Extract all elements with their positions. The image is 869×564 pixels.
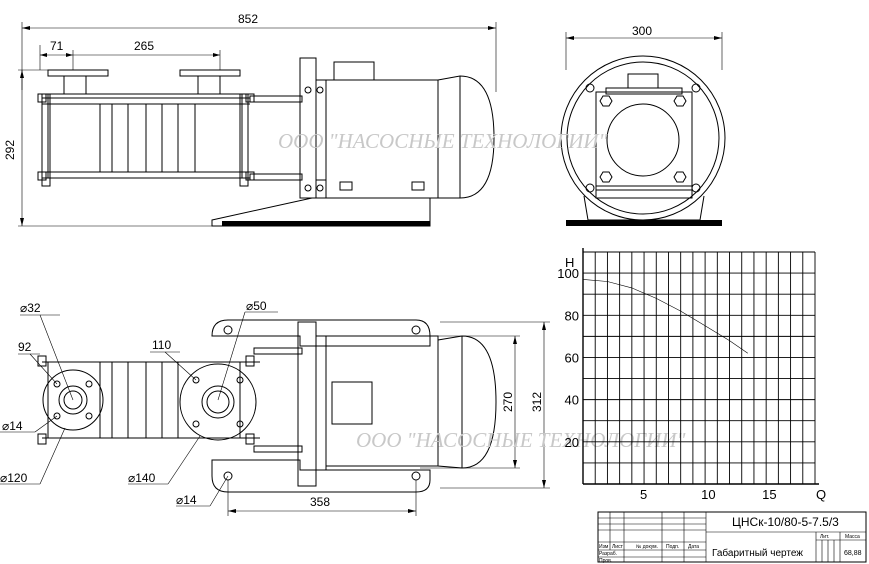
chart-series-line — [582, 279, 748, 354]
label-110: 110 — [152, 338, 171, 352]
watermark-top: ООО "НАСОСНЫЕ ТЕХНОЛОГИИ" — [278, 129, 608, 153]
chart-x-axis-label: Q — [816, 487, 826, 502]
title-col-sign: Подп. — [666, 544, 679, 550]
title-row-razrab: Разраб. — [599, 551, 617, 557]
pump-front-view: 852 71 265 292 — [3, 12, 497, 227]
chart-x-tick-label: 10 — [701, 487, 715, 502]
chart-y-tick-label: 80 — [565, 308, 579, 323]
dim-base-outer-width: 312 — [530, 392, 544, 412]
dim-flange-spacing: 265 — [134, 39, 154, 53]
chart-x-tick-label: 15 — [762, 487, 776, 502]
dim-overall-length: 852 — [238, 12, 258, 26]
watermark-bottom: ООО "НАСОСНЫЕ ТЕХНОЛОГИИ" — [356, 428, 686, 452]
performance-chart: 5 10 15 20 40 60 80 100 H Q — [557, 248, 826, 502]
title-mass-value: 68,88 — [844, 550, 862, 557]
chart-y-tick-label: 20 — [565, 435, 579, 450]
title-doc-name: Габаритный чертеж — [712, 547, 803, 559]
chart-y-tick-label: 60 — [565, 350, 579, 365]
dim-height: 292 — [3, 140, 17, 160]
dim-base-length: 358 — [310, 495, 330, 509]
title-col-date: Дата — [688, 544, 699, 550]
title-designation: ЦНСк-10/80-5-7.5/3 — [732, 515, 839, 529]
chart-x-tick-label: 5 — [640, 487, 647, 502]
label-inlet-flange-dia: ⌀120 — [0, 471, 28, 485]
title-lit: Лит. — [820, 534, 829, 540]
chart-y-axis-label: H — [565, 255, 574, 270]
title-col-doc: № докум. — [636, 544, 658, 550]
title-block: ЦНСк-10/80-5-7.5/3 Габаритный чертеж Изм… — [597, 511, 867, 564]
chart-grid — [583, 251, 816, 484]
label-mount-hole-dia: ⌀14 — [176, 493, 197, 507]
chart-y-tick-label: 100 — [557, 266, 579, 281]
pump-plan-view: 270 312 358 ⌀32 ⌀50 92 110 ⌀14 ⌀120 ⌀140… — [0, 299, 550, 516]
label-bolt-dia: ⌀14 — [2, 419, 23, 433]
dim-flange-offset: 71 — [50, 39, 64, 53]
dim-base-inner-width: 270 — [501, 392, 515, 412]
title-col-list: Лист — [612, 544, 624, 550]
label-outlet-dia: ⌀50 — [246, 299, 267, 313]
title-mass-label: Масса — [845, 534, 860, 540]
label-inlet-dia: ⌀32 — [20, 301, 41, 315]
dim-end-width: 300 — [632, 24, 652, 38]
chart-y-tick-label: 40 — [565, 393, 579, 408]
chart-axes — [582, 248, 819, 485]
title-col-izm: Изм — [599, 544, 609, 550]
title-row-prov: Пров. — [599, 558, 612, 564]
label-outlet-flange-dia: ⌀140 — [128, 471, 156, 485]
end-view-nuts — [599, 95, 687, 183]
pump-end-view: 300 — [560, 24, 726, 226]
chart-tick-labels: 5 10 15 20 40 60 80 100 — [557, 266, 776, 502]
label-92: 92 — [18, 340, 32, 354]
